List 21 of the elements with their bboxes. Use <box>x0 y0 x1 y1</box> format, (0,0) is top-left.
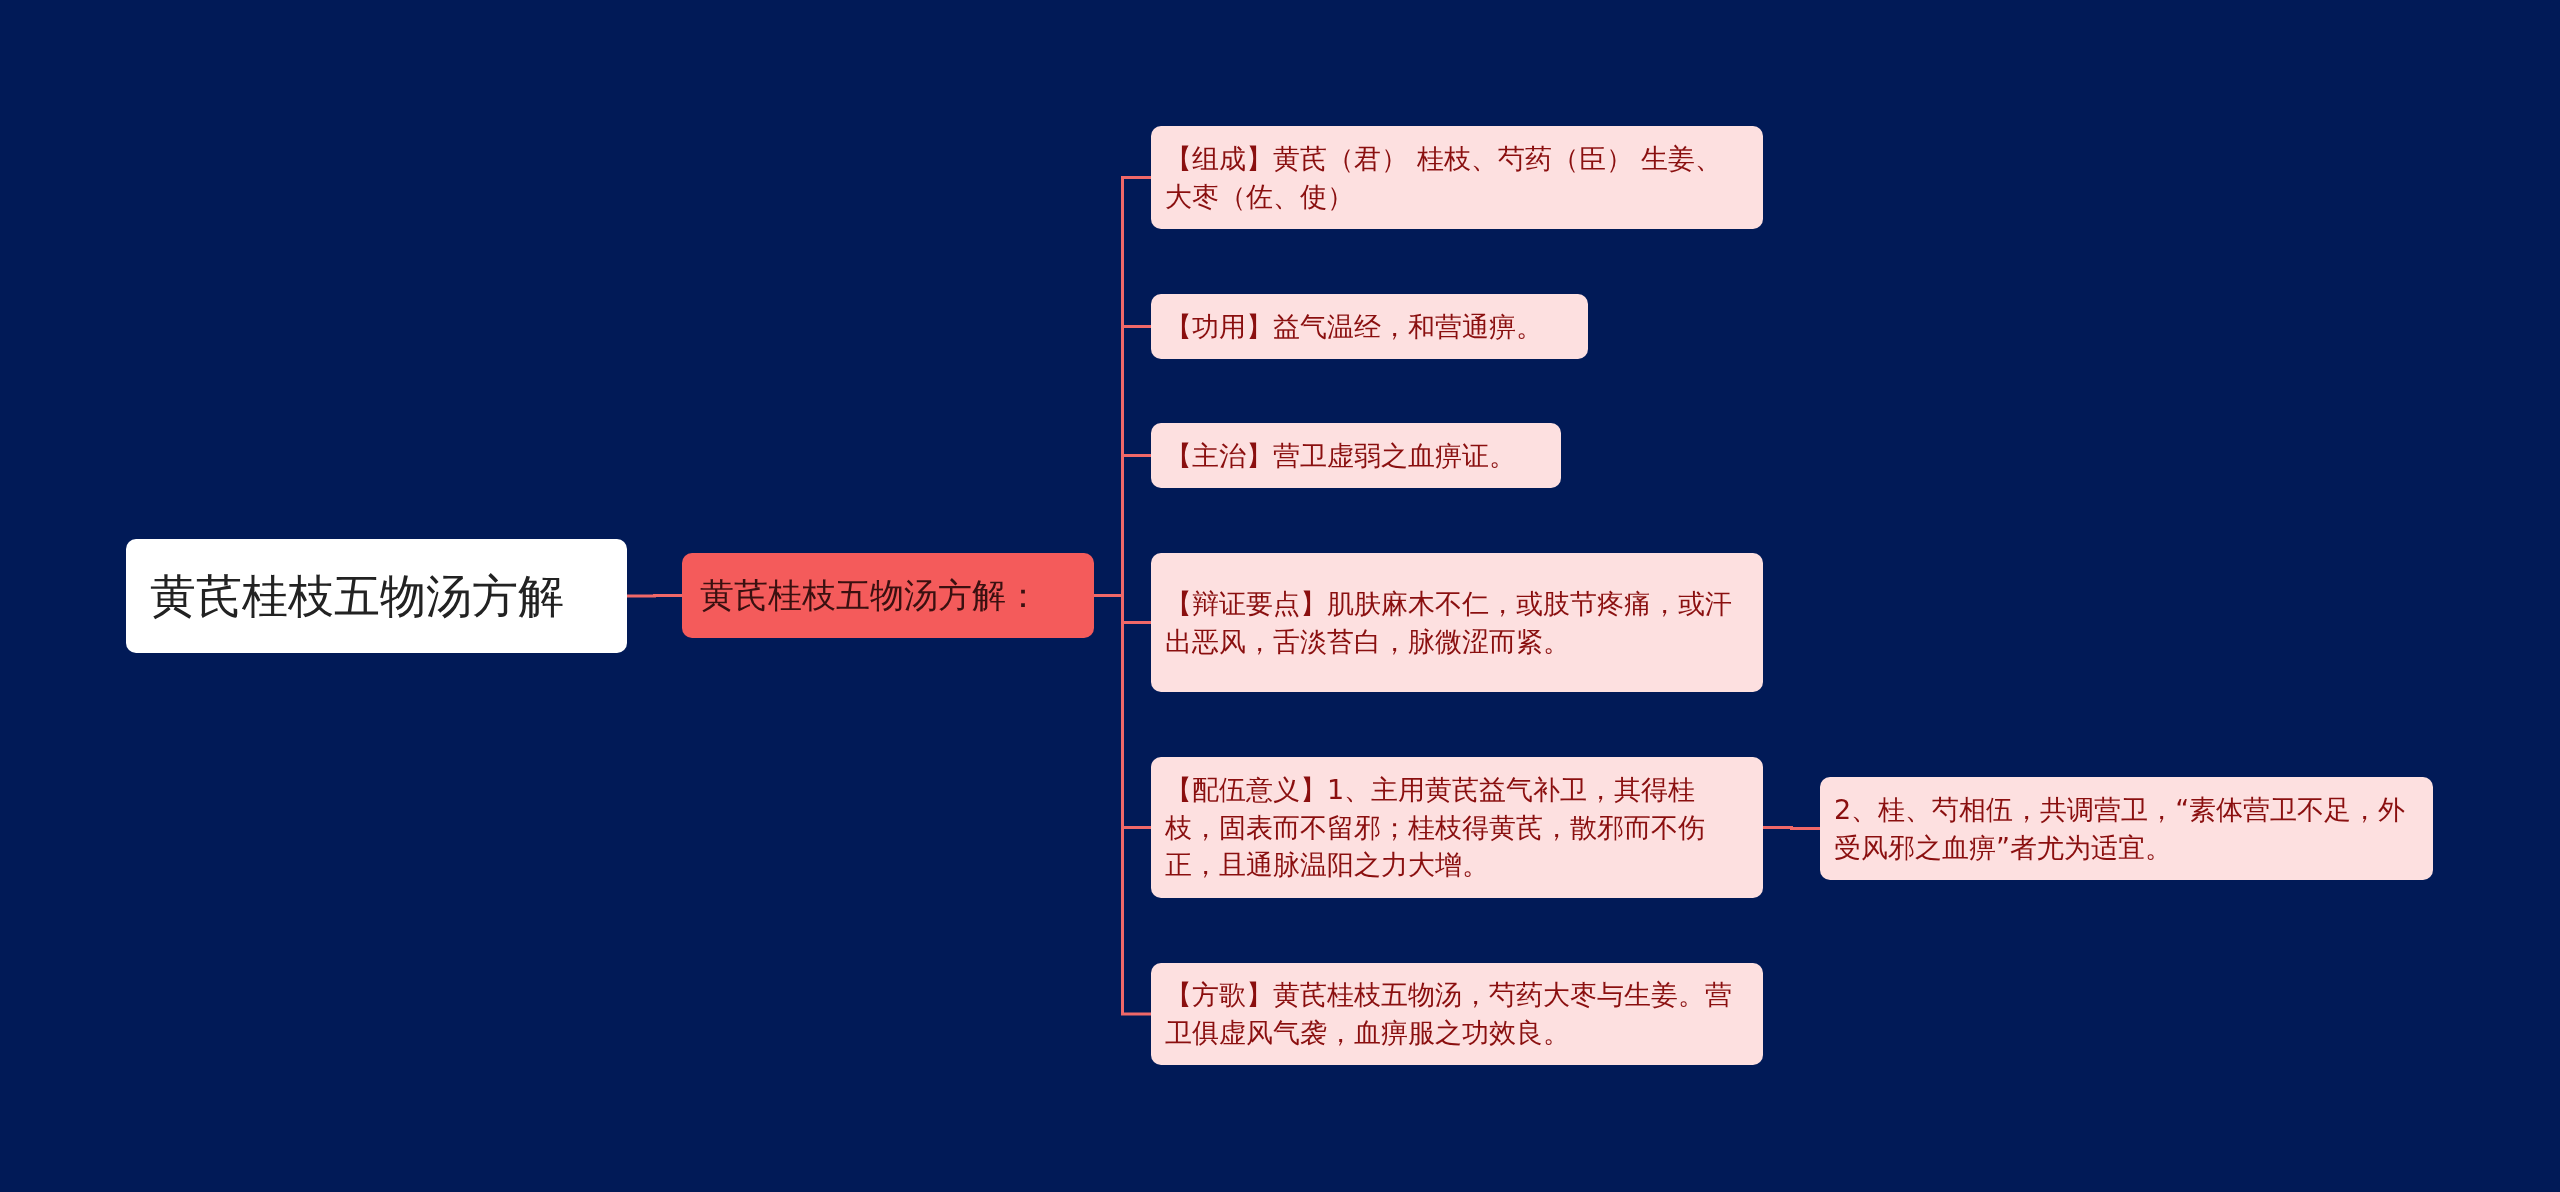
subtopic-box <box>1820 777 2433 880</box>
main-topic-box <box>682 553 1094 638</box>
topic-text: 【方歌】黄芪桂枝五物汤，芍药大枣与生姜。营卫俱虚风气袭，血痹服之功效良。 <box>1165 978 1733 1050</box>
topic-text: 2、桂、芍相伍，共调营卫，“素体营卫不足，外受风邪之血痹”者尤为适宜。 <box>1834 792 2407 865</box>
topic-text: 【功用】益气温经，和营通痹。 <box>1165 309 1543 344</box>
subtopic-box <box>1151 963 1763 1065</box>
topic-text: 【主治】营卫虚弱之血痹证。 <box>1165 438 1516 473</box>
topic-text: 黄芪桂枝五物汤方解 <box>150 567 564 625</box>
connector-line <box>627 594 682 598</box>
topic-text: 黄芪桂枝五物汤方解： <box>700 573 1040 617</box>
subtopic-box <box>1151 126 1763 229</box>
root-topic-box <box>126 539 627 653</box>
topic-text: 【组成】黄芪（君） 桂枝、芍药（臣） 生姜、大枣（佐、使） <box>1165 141 1724 214</box>
subtopic-box <box>1151 423 1561 488</box>
subtopic-box <box>1151 553 1763 692</box>
subtopic-box <box>1151 294 1588 359</box>
connector-line <box>1763 826 1820 830</box>
connector-line <box>1094 594 1151 1016</box>
topic-text: 【辩证要点】肌肤麻木不仁，或肢节疼痛，或汗出恶风，舌淡苔白，脉微涩而紧。 <box>1165 586 1733 659</box>
topic-text: 【配伍意义】1、主用黄芪益气补卫，其得桂枝，固表而不留邪；桂枝得黄芪，散邪而不伤正，且通脉温阳之力大增。 <box>1165 772 1706 883</box>
subtopic-box <box>1151 757 1763 898</box>
